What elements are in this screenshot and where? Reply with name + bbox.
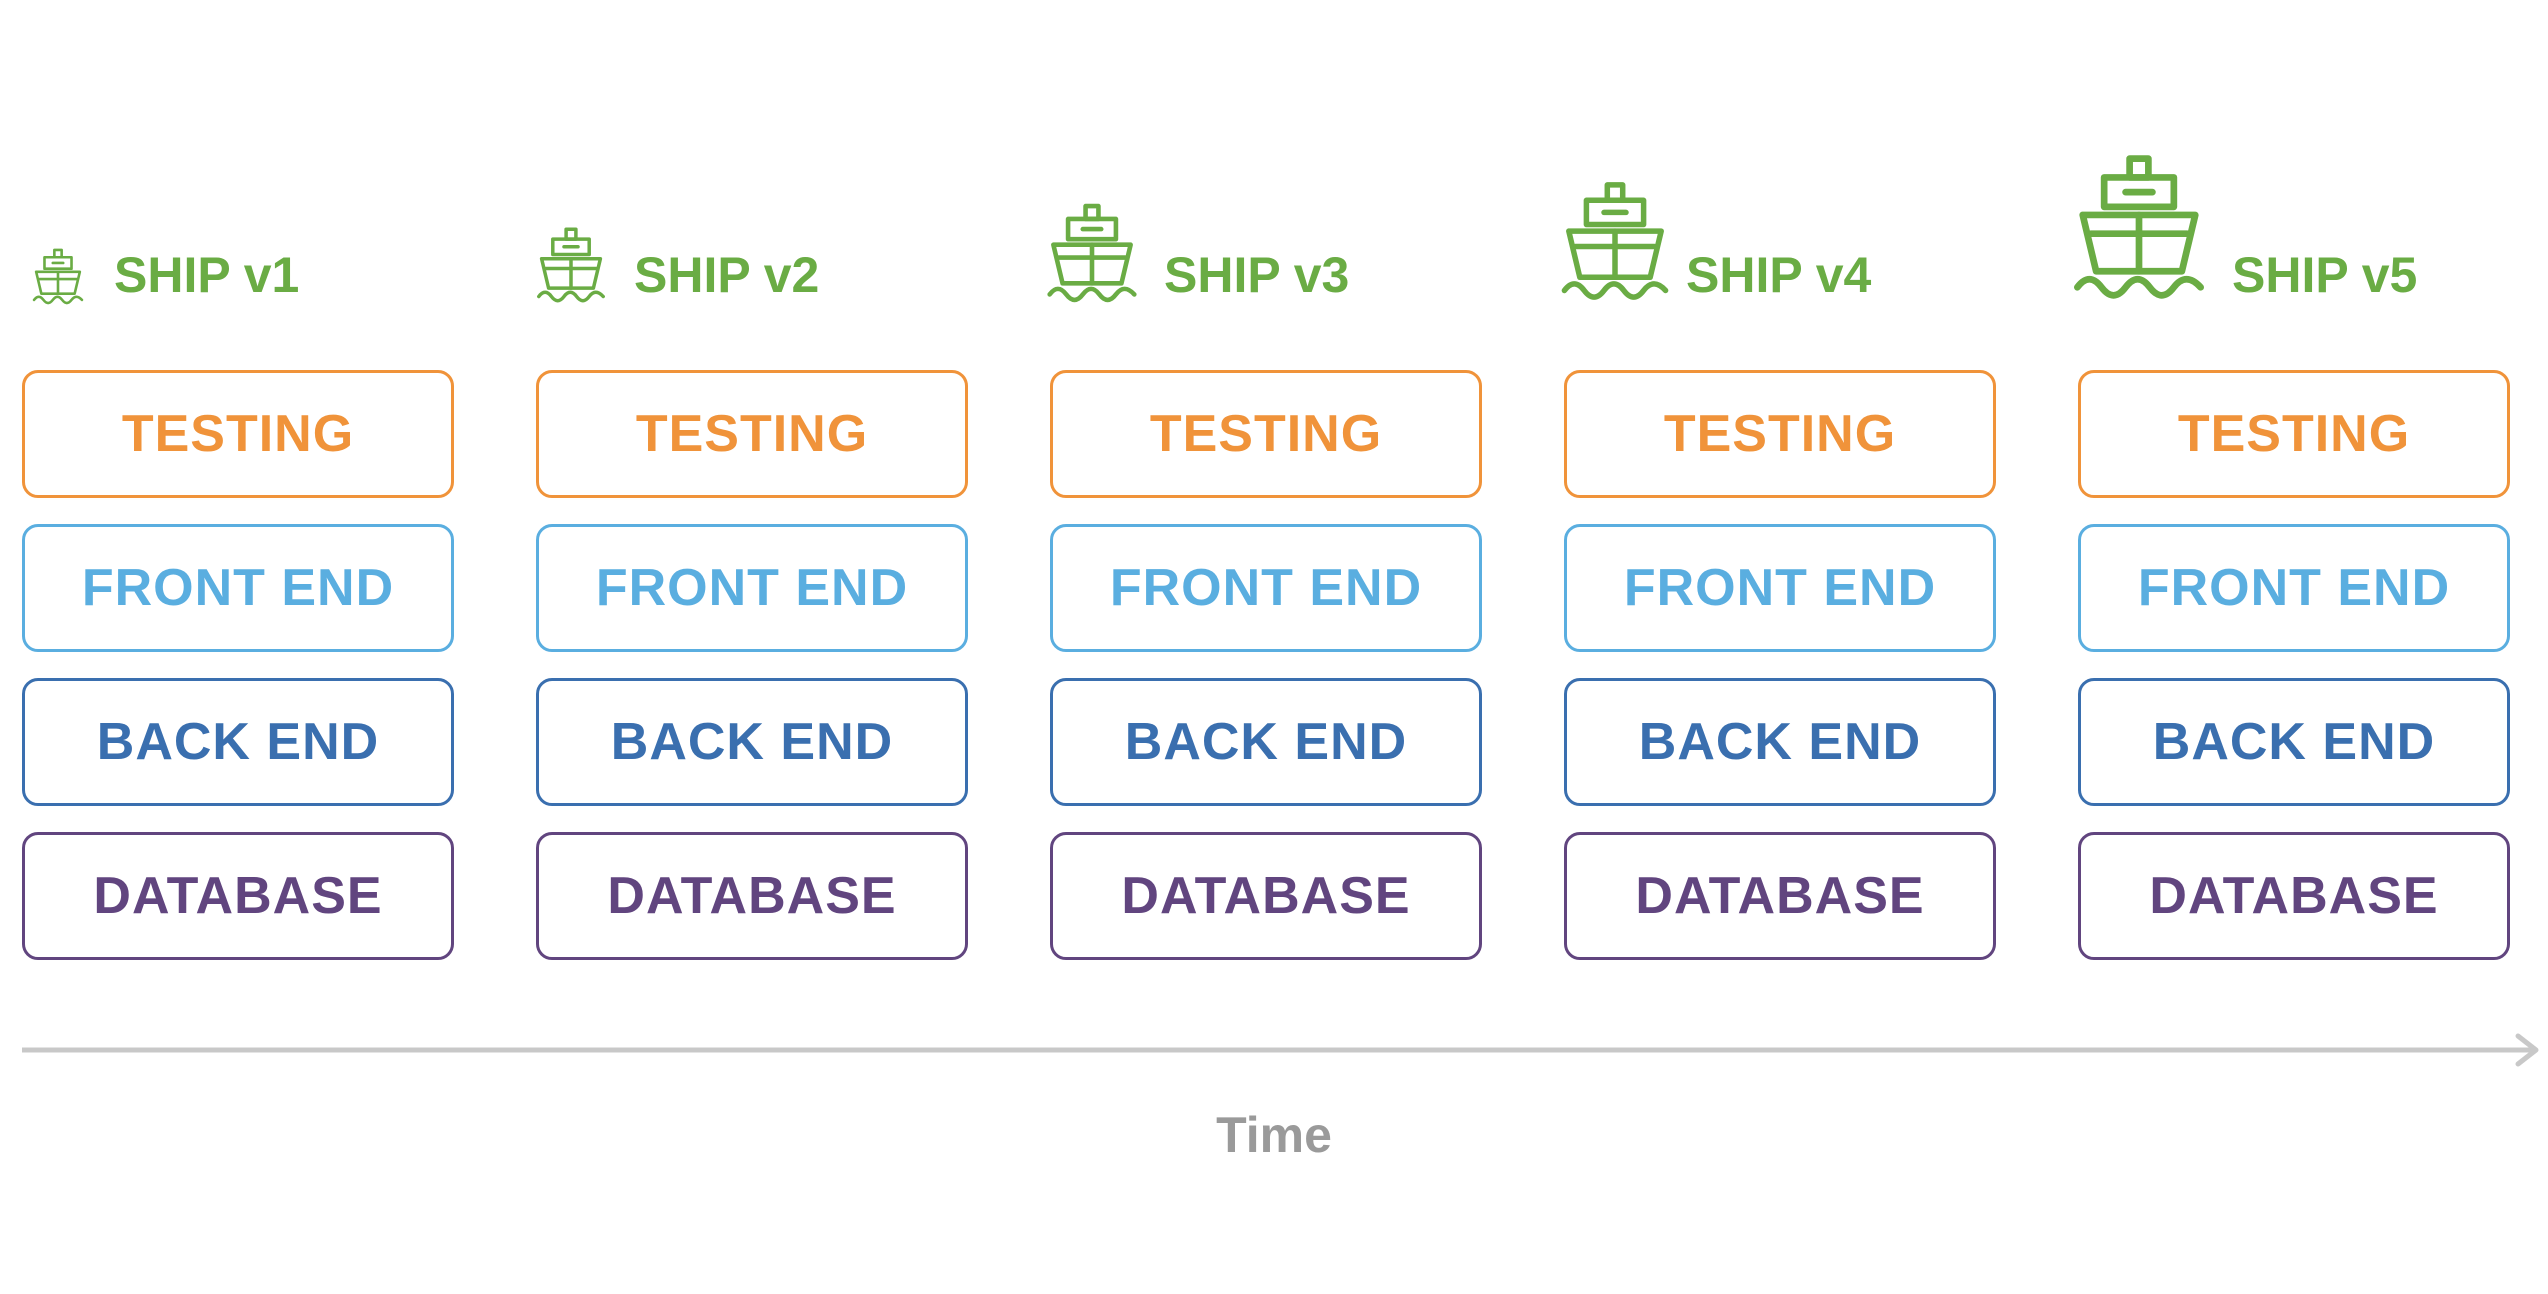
timeline-axis [22,1033,2539,1067]
layer-front-end: FRONT END [1564,524,1996,652]
ship-title: SHIP v4 [1686,247,1872,303]
layer-database: DATABASE [1564,832,1996,960]
layer-testing: TESTING [1564,370,1996,498]
layer-database: DATABASE [2078,832,2510,960]
axis-label: Time [1216,1107,1332,1163]
ship-title: SHIP v3 [1164,247,1350,303]
release-column-v5: SHIP v5 TESTING FRONT END BACK END DATAB… [2074,0,2510,1000]
layer-database: DATABASE [22,832,454,960]
layer-back-end: BACK END [1050,678,1482,806]
layer-back-end: BACK END [1564,678,1996,806]
layer-testing: TESTING [22,370,454,498]
ship-icon [2074,155,2204,299]
ship-title: SHIP v1 [114,247,300,303]
ship-header: SHIP v5 [2074,0,2548,320]
layer-testing: TESTING [2078,370,2510,498]
layer-front-end: FRONT END [22,524,454,652]
ship-icon [1047,203,1137,303]
release-column-v3: SHIP v3 TESTING FRONT END BACK END DATAB… [1047,0,1482,1000]
layer-front-end: FRONT END [1050,524,1482,652]
layer-back-end: BACK END [2078,678,2510,806]
ship-header: SHIP v3 [1047,0,1610,320]
ship-title: SHIP v2 [634,247,820,303]
layer-testing: TESTING [1050,370,1482,498]
release-column-v2: SHIP v2 TESTING FRONT END BACK END DATAB… [536,0,968,1000]
ship-icon [32,248,84,305]
layer-front-end: FRONT END [536,524,968,652]
ship-header: SHIP v4 [1561,0,2124,320]
release-column-v1: SHIP v1 TESTING FRONT END BACK END DATAB… [22,0,454,1000]
layer-database: DATABASE [536,832,968,960]
layer-back-end: BACK END [22,678,454,806]
layer-database: DATABASE [1050,832,1482,960]
release-column-v4: SHIP v4 TESTING FRONT END BACK END DATAB… [1561,0,1996,1000]
ship-header: SHIP v1 [22,0,582,320]
layer-testing: TESTING [536,370,968,498]
arrow-right-icon [2515,1033,2539,1067]
ship-icon [1561,182,1669,300]
ship-icon [537,227,605,303]
ship-title: SHIP v5 [2232,247,2418,303]
layer-front-end: FRONT END [2078,524,2510,652]
layer-back-end: BACK END [536,678,968,806]
ship-header: SHIP v2 [536,0,1096,320]
